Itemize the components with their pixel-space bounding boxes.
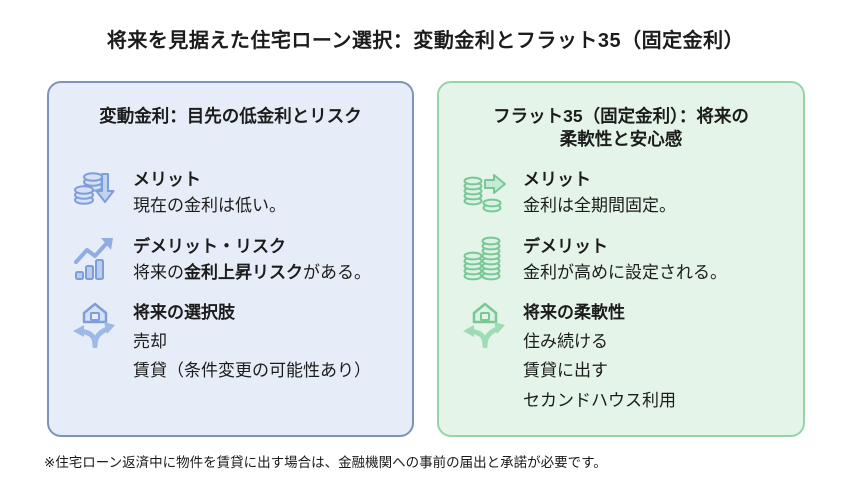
merit-title: メリット bbox=[523, 170, 591, 189]
demerit-text-bold: 金利上昇リスク bbox=[184, 263, 303, 283]
future-flexibility-title: 将来の柔軟性 bbox=[523, 303, 625, 323]
merit-row: メリット 金利は全期間固定。 bbox=[455, 167, 787, 220]
flat35-header-line2: 柔軟性と安心感 bbox=[559, 128, 683, 149]
merit-title: メリット bbox=[133, 170, 201, 189]
demerit-title: デメリット bbox=[523, 236, 608, 256]
demerit-row: デメリット 金利が高めに設定される。 bbox=[455, 234, 787, 287]
future-options-row: 将来の選択肢 売却 賃貸（条件変更の可能性あり） bbox=[65, 300, 396, 386]
demerit-row: デメリット・リスク 将来の金利上昇リスクがある。 bbox=[65, 234, 396, 287]
demerit-text: 将来の金利上昇リスクがある。 bbox=[133, 260, 396, 286]
demerit-text: 金利が高めに設定される。 bbox=[523, 263, 727, 283]
demerit-text-suffix: がある。 bbox=[303, 263, 371, 283]
chart-up-arrow-icon bbox=[71, 234, 119, 282]
house-branch-arrows-icon bbox=[461, 300, 509, 349]
coins-right-arrow-icon bbox=[461, 167, 509, 215]
house-branch-arrows-icon bbox=[71, 300, 119, 349]
future-option-rent: 賃貸（条件変更の可能性あり） bbox=[133, 361, 371, 381]
future-option-sell: 売却 bbox=[133, 331, 167, 351]
footer-note: ※住宅ローン返済中に物件を賃貸に出す場合は、金融機関への事前の届出と承諾が必要で… bbox=[44, 455, 607, 470]
merit-text: 現在の金利は低い。 bbox=[133, 196, 286, 216]
demerit-text-prefix: 将来の bbox=[133, 263, 184, 283]
flex-option-second-house: セカンドハウス利用 bbox=[523, 391, 676, 411]
variable-rate-panel-header: 変動金利：目先の低金利とリスク bbox=[99, 106, 362, 126]
flex-option-rent-out: 賃貸に出す bbox=[523, 361, 608, 381]
coin-stacks-icon bbox=[461, 234, 509, 282]
future-options-title: 将来の選択肢 bbox=[133, 303, 235, 323]
future-flexibility-row: 将来の柔軟性 住み続ける 賃貸に出す セカンドハウス利用 bbox=[455, 300, 787, 416]
merit-row: メリット 現在の金利は低い。 bbox=[65, 167, 396, 220]
flat35-panel-header: フラット35（固定金利）：将来の 柔軟性と安心感 bbox=[455, 103, 787, 157]
merit-text: 金利は全期間固定。 bbox=[523, 196, 676, 216]
coins-down-arrow-icon bbox=[71, 167, 119, 215]
flat35-panel: フラット35（固定金利）：将来の 柔軟性と安心感 メリット 金利は全期間固定。 bbox=[437, 81, 805, 437]
demerit-title: デメリット・リスク bbox=[133, 236, 286, 256]
variable-rate-panel: 変動金利：目先の低金利とリスク メリット 現在の金利は低い。 bbox=[47, 81, 414, 437]
flat35-header-line1: フラット35（固定金利）：将来の bbox=[493, 106, 749, 126]
page-title: 将来を見据えた住宅ローン選択：変動金利とフラット35（固定金利） bbox=[106, 30, 745, 52]
flex-option-stay: 住み続ける bbox=[523, 331, 608, 351]
